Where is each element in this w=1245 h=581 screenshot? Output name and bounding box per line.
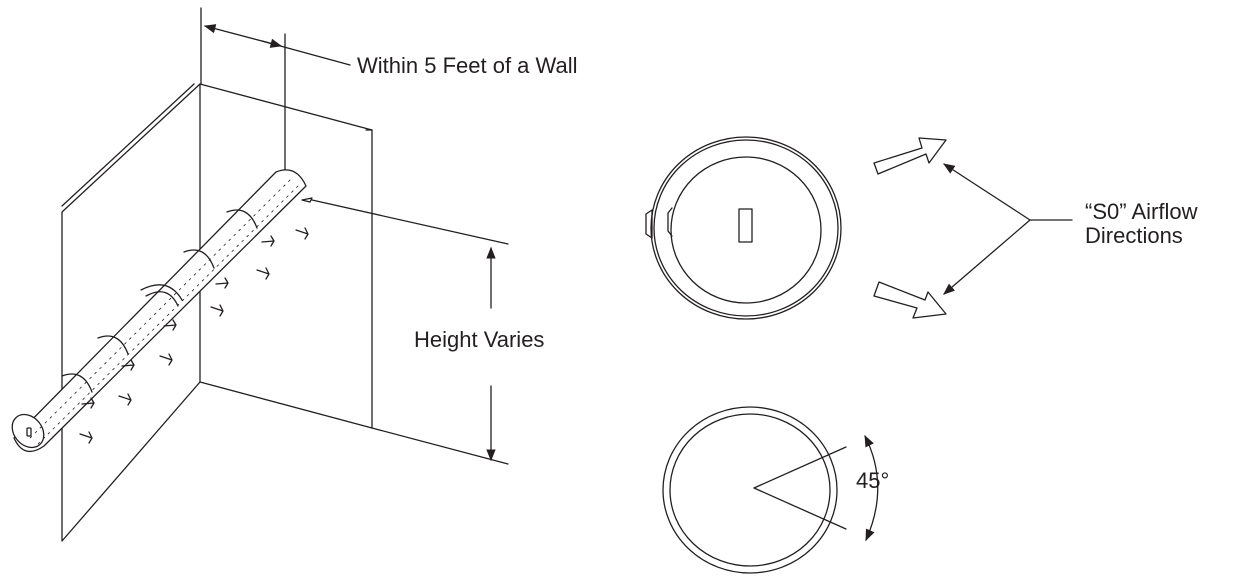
airflow-label-line2: Directions	[1085, 223, 1183, 248]
wall-distance-label: Within 5 Feet of a Wall	[357, 53, 578, 78]
angle-label: 45°	[856, 468, 890, 493]
airflow-leaders	[943, 163, 1073, 295]
airflow-directions-label: “S0” Airflow Directions	[1085, 200, 1197, 248]
angle-end-view	[662, 406, 879, 574]
airflow-arrow-upper	[873, 137, 947, 175]
airflow-label-line1: “S0” Airflow	[1085, 199, 1198, 224]
height-label: Height Varies	[414, 327, 545, 352]
linear-diffuser-duct	[11, 169, 313, 453]
wall-panel	[61, 83, 373, 542]
airflow-arrow-lower	[873, 281, 947, 319]
height-dimension	[311, 199, 509, 465]
wall-distance-dimension	[200, 7, 351, 181]
airflow-end-view	[645, 136, 842, 320]
